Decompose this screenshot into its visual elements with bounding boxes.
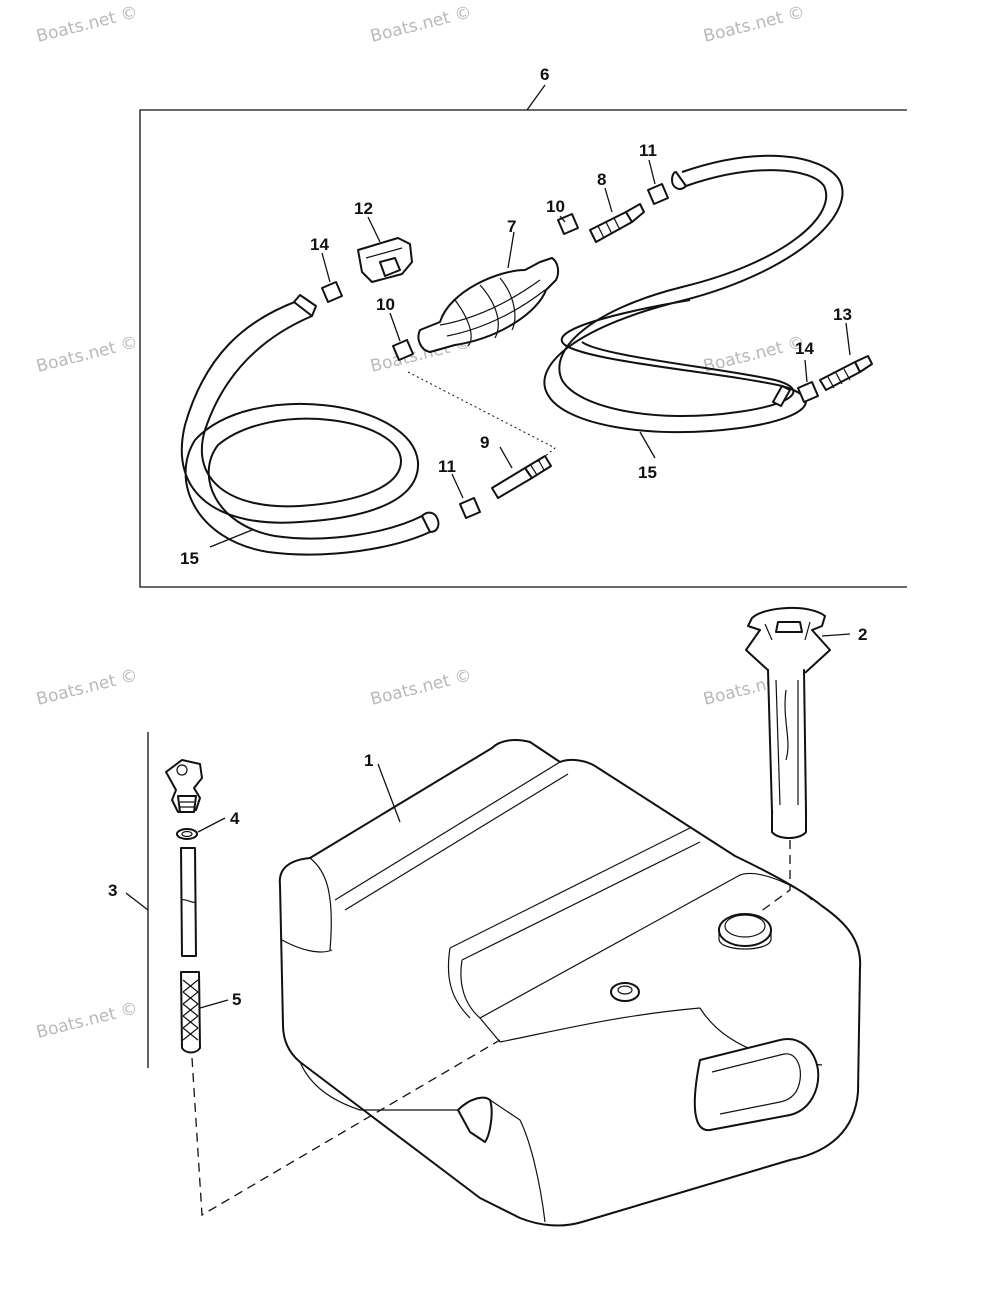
leader-line-10a [559, 215, 566, 223]
fuel-tank [278, 739, 862, 1227]
fuel-gauge [745, 607, 831, 839]
leader-line-7 [507, 231, 515, 269]
o-ring [176, 828, 198, 840]
leader-line-5 [199, 999, 229, 1009]
leader-line-2 [821, 633, 851, 637]
leader-line-12 [367, 216, 381, 243]
fuel-hose-left [180, 294, 440, 556]
callout-3[interactable]: 3 [108, 881, 117, 900]
leader-line-11a [648, 159, 656, 185]
callout-14a[interactable]: 14 [310, 235, 329, 254]
leader-line-15a [209, 529, 253, 548]
callout-4[interactable]: 4 [230, 809, 240, 828]
callout-2[interactable]: 2 [858, 625, 867, 644]
callout-6[interactable]: 6 [540, 65, 549, 84]
leader-line-11b [451, 473, 464, 499]
callout-12[interactable]: 12 [354, 199, 373, 218]
callout-8[interactable]: 8 [597, 170, 606, 189]
watermark-text: Boats.net © [34, 332, 139, 376]
callout-9[interactable]: 9 [480, 433, 489, 452]
pickup-elbow-fitting [165, 759, 203, 813]
leader-line-14a [321, 252, 331, 283]
pickup-tube [180, 847, 197, 957]
hose-clamp-14-left [321, 281, 343, 303]
callout-7[interactable]: 7 [507, 217, 516, 236]
assembly-path-line [407, 371, 556, 463]
watermark-text: Boats.net © [34, 665, 139, 709]
hose-clamp-10-left [392, 339, 414, 361]
callout-10a[interactable]: 10 [546, 197, 565, 216]
watermark-text: Boats.net © [34, 2, 139, 46]
leader-line-9 [499, 446, 513, 469]
tank-fitting-13 [819, 355, 873, 391]
engine-connector-12 [357, 237, 413, 283]
callout-5[interactable]: 5 [232, 990, 241, 1009]
hose-fitting-9 [491, 455, 552, 499]
leader-line-1 [377, 763, 401, 823]
leader-line-8 [604, 187, 613, 213]
callout-13[interactable]: 13 [833, 305, 852, 324]
leader-line-10b [389, 312, 401, 342]
watermark-text: Boats.net © [701, 2, 806, 46]
assembly-path-line [759, 840, 791, 913]
hose-clamp-11-top [647, 183, 669, 205]
leader-line-13 [845, 322, 851, 356]
watermark-text: Boats.net © [368, 665, 473, 709]
watermark-text: Boats.net © [34, 998, 139, 1042]
leader-line-6 [526, 84, 546, 111]
callout-14b[interactable]: 14 [795, 339, 814, 358]
primer-bulb [417, 257, 560, 353]
fuel-hose-right [543, 154, 844, 434]
leader-line-14b [804, 359, 808, 383]
hose-clamp-14-right [797, 381, 819, 403]
pickup-filter-screen [180, 971, 201, 1054]
callout-1[interactable]: 1 [364, 751, 373, 770]
callout-15a[interactable]: 15 [180, 549, 199, 568]
hose-clamp-11-bottom [459, 497, 481, 519]
callout-11b[interactable]: 11 [438, 457, 456, 476]
callout-15b[interactable]: 15 [638, 463, 657, 482]
watermark-text: Boats.net © [368, 2, 473, 46]
assembly-path-line [191, 1039, 501, 1217]
hose-fitting-8 [589, 203, 645, 243]
leader-line-3 [125, 892, 149, 911]
callout-11a[interactable]: 11 [639, 141, 657, 160]
fuel-line-assembly-frame [139, 109, 907, 588]
callout-10b[interactable]: 10 [376, 295, 395, 314]
leader-line-15b [639, 431, 656, 459]
leader-line-4 [197, 817, 226, 833]
